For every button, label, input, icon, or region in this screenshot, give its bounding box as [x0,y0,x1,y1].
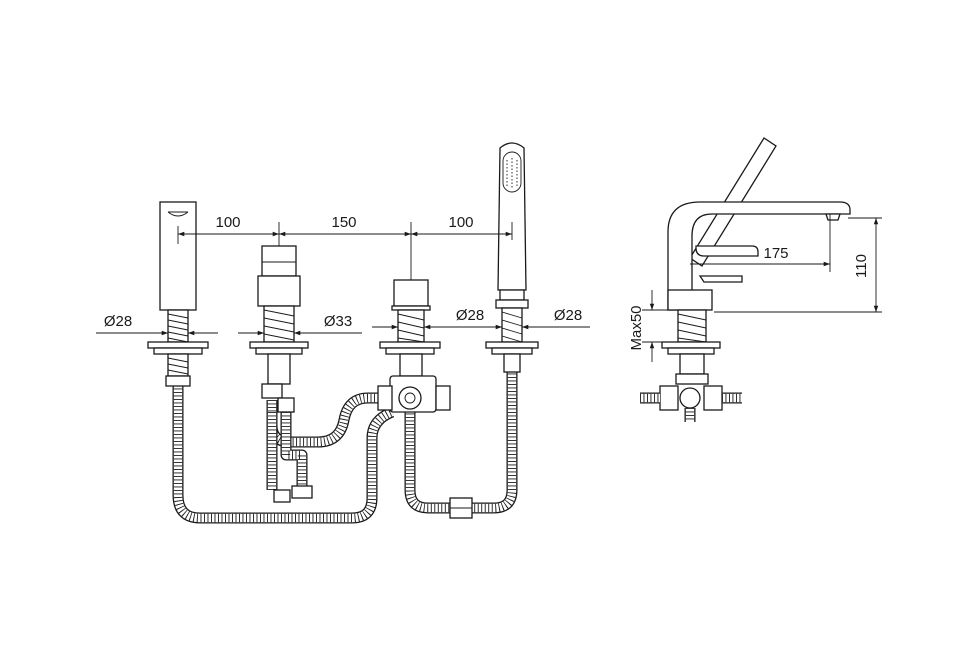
hose-assembly [172,370,518,524]
side-view [640,137,851,422]
hose-diverter-down [404,410,452,514]
front-dimensions: 100 150 100 Ø28 Ø33 Ø28 Ø28 [96,214,590,336]
dim-hole-valve: Ø33 [324,313,352,330]
handshower-front [485,142,539,373]
dim-hole-handshower: Ø28 [554,307,582,324]
diverter-front [377,279,473,519]
spout-front [147,201,209,387]
hose-handshower [470,370,518,514]
dim-hole-spout: Ø28 [104,313,132,330]
dim-spout-height: 110 [853,254,870,278]
side-dimensions: 175 110 Max50 [628,214,882,362]
dim-spout-to-valve: 100 [215,214,240,231]
dim-valve-to-diverter: 150 [331,214,356,231]
dim-hole-diverter: Ø28 [456,307,484,324]
valve-front [249,245,313,503]
dim-diverter-to-handshower: 100 [448,214,473,231]
dim-spout-projection: 175 [763,245,788,262]
dim-max-deck: Max50 [628,305,645,350]
